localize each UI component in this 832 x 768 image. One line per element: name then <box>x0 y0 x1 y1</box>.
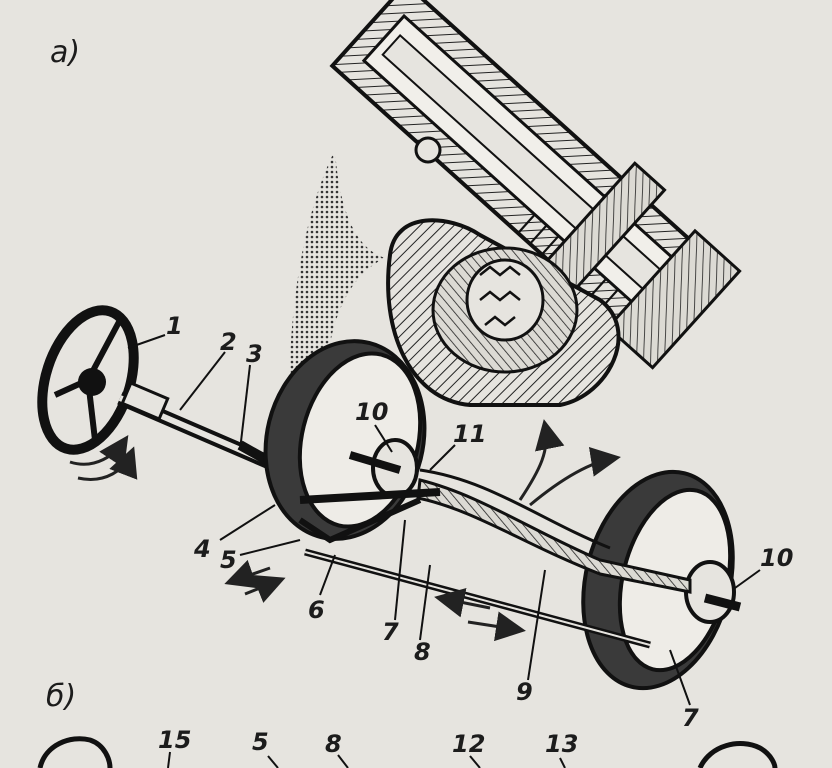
section-a-label: а) <box>50 35 80 70</box>
callout-10: 10 <box>355 398 388 426</box>
bottom-view-partial <box>37 736 778 768</box>
tie-rod <box>304 548 651 649</box>
callout-5-bottom: 5 <box>252 728 269 756</box>
callout-3: 3 <box>246 340 263 368</box>
callout-1: 1 <box>166 312 183 340</box>
callout-2: 2 <box>220 328 237 356</box>
callout-8: 8 <box>414 638 431 666</box>
labels: а) б) 1 2 3 4 5 6 7 8 9 10 11 10 7 15 5 … <box>46 35 793 758</box>
axle-beam <box>416 468 692 594</box>
callout-7: 7 <box>382 618 399 646</box>
section-b-label: б) <box>46 679 76 714</box>
steering-gear-cutaway <box>289 0 742 440</box>
callout-13: 13 <box>545 730 578 758</box>
callout-4: 4 <box>193 535 211 563</box>
callout-6: 6 <box>308 596 325 624</box>
callout-15: 15 <box>158 726 191 754</box>
left-wheel <box>263 339 427 541</box>
callout-11: 11 <box>453 420 486 448</box>
callout-10-right: 10 <box>760 544 793 572</box>
callout-9: 9 <box>516 678 533 706</box>
callout-5: 5 <box>220 546 237 574</box>
callout-8-bottom: 8 <box>325 730 342 758</box>
motion-arrows <box>224 419 621 642</box>
drag-link <box>298 488 441 544</box>
leader-lines <box>127 334 761 706</box>
callout-7-right: 7 <box>682 704 699 732</box>
callout-12: 12 <box>452 730 485 758</box>
